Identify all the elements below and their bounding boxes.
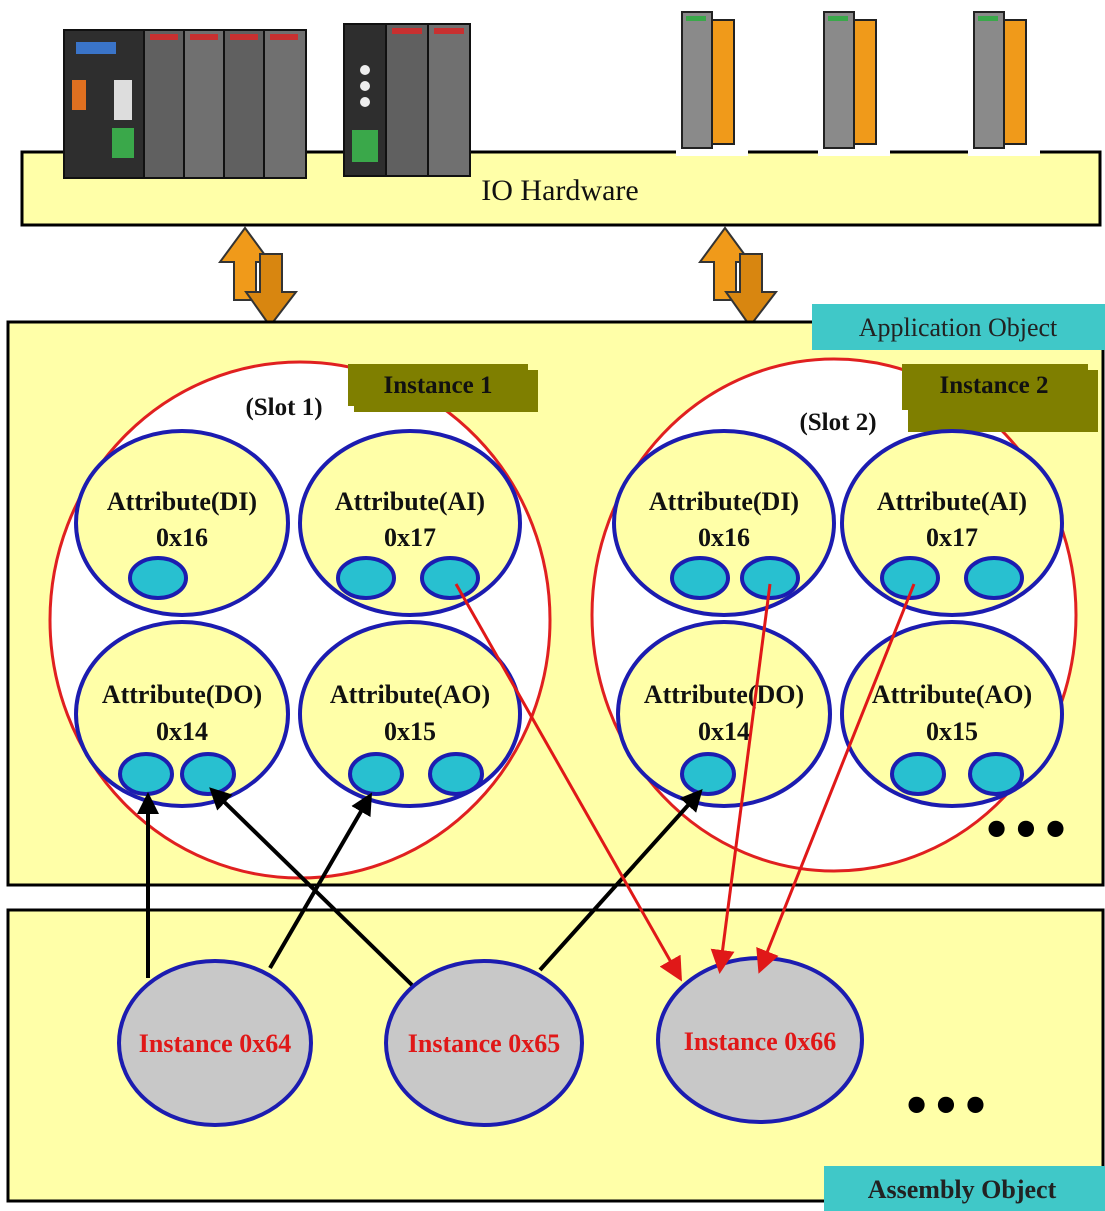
attribute-di-circle — [74, 429, 290, 617]
attribute-di-code: 0x16 — [156, 523, 208, 552]
attribute-ao-circle — [840, 620, 1064, 808]
connector-slot2-ai-port1-to-0x66 — [756, 583, 916, 974]
instance-1-badge — [348, 364, 528, 406]
attribute-ai-code: 0x17 — [384, 523, 436, 552]
instance-1-label: Instance 1 — [383, 372, 492, 399]
port — [118, 752, 174, 796]
assembly-instance-0x64-label: Instance 0x64 — [139, 1029, 291, 1058]
attribute-di-label: Attribute(DI) — [107, 487, 257, 516]
port — [670, 556, 730, 600]
io-module-3 — [968, 6, 1040, 156]
port — [968, 752, 1024, 796]
assembly-instance-0x65-label: Instance 0x65 — [408, 1029, 560, 1058]
port — [348, 752, 404, 796]
connector-0x65-to-slot2-do-port — [538, 789, 703, 972]
application-object-tag — [812, 304, 1105, 350]
attribute-ao-label: Attribute(AO) — [330, 680, 490, 709]
bidirectional-arrow-left — [218, 226, 299, 328]
attribute-do-label: Attribute(DO) — [644, 680, 804, 709]
assembly-object-label: Assembly Object — [868, 1175, 1057, 1204]
assembly-instance-0x64 — [117, 959, 313, 1127]
connector-0x64-to-slot1-ao-port1 — [268, 792, 373, 970]
instance-2-label: Instance 2 — [939, 372, 1048, 399]
port — [336, 556, 396, 600]
assembly-instance-0x66-label: Instance 0x66 — [684, 1027, 836, 1056]
port — [420, 556, 480, 600]
port — [964, 556, 1024, 600]
io-module-1 — [676, 6, 748, 156]
connector-slot1-ai-port2-to-0x66 — [454, 583, 682, 982]
attribute-do-code: 0x14 — [698, 717, 750, 746]
attribute-ai-label: Attribute(AI) — [877, 487, 1027, 516]
controller-rack-left — [63, 29, 307, 179]
slot-2-label: (Slot 2) — [799, 409, 876, 436]
connector-slot2-di-port2-to-0x66 — [710, 583, 772, 974]
controller-rack-middle — [343, 23, 471, 177]
port — [428, 752, 484, 796]
connector-0x65-to-slot1-do-port2 — [209, 787, 414, 987]
application-ellipsis: ••• — [982, 803, 1070, 857]
assembly-object-tag — [824, 1166, 1105, 1211]
port — [180, 752, 236, 796]
port — [740, 556, 800, 600]
attribute-do-label: Attribute(DO) — [102, 680, 262, 709]
port — [128, 556, 188, 600]
attribute-ao-label: Attribute(AO) — [872, 680, 1032, 709]
bidirectional-arrow-right — [698, 226, 779, 328]
slot-2-group: Instance 2 (Slot 2) Attribute(DI) 0x16 A… — [590, 357, 1098, 873]
assembly-instance-0x65 — [384, 959, 584, 1127]
port — [890, 752, 946, 796]
assembly-ellipsis: ••• — [902, 1079, 990, 1133]
attribute-do-circle — [616, 620, 832, 808]
port — [680, 752, 736, 796]
io-module-2 — [818, 6, 890, 156]
attribute-do-code: 0x14 — [156, 717, 208, 746]
attribute-ao-code: 0x15 — [384, 717, 436, 746]
attribute-ai-label: Attribute(AI) — [335, 487, 485, 516]
slot-1-group: Instance 1 (Slot 1) Attribute(DI) 0x16 A… — [48, 360, 552, 880]
attribute-ao-circle — [298, 620, 522, 808]
attribute-di-label: Attribute(DI) — [649, 487, 799, 516]
attribute-ai-code: 0x17 — [926, 523, 978, 552]
attribute-ao-code: 0x15 — [926, 717, 978, 746]
slot-1-label: (Slot 1) — [245, 394, 322, 421]
application-object-label: Application Object — [859, 313, 1058, 342]
attribute-di-code: 0x16 — [698, 523, 750, 552]
io-hardware-label: IO Hardware — [481, 174, 638, 207]
instance-2-badge — [902, 364, 1088, 410]
